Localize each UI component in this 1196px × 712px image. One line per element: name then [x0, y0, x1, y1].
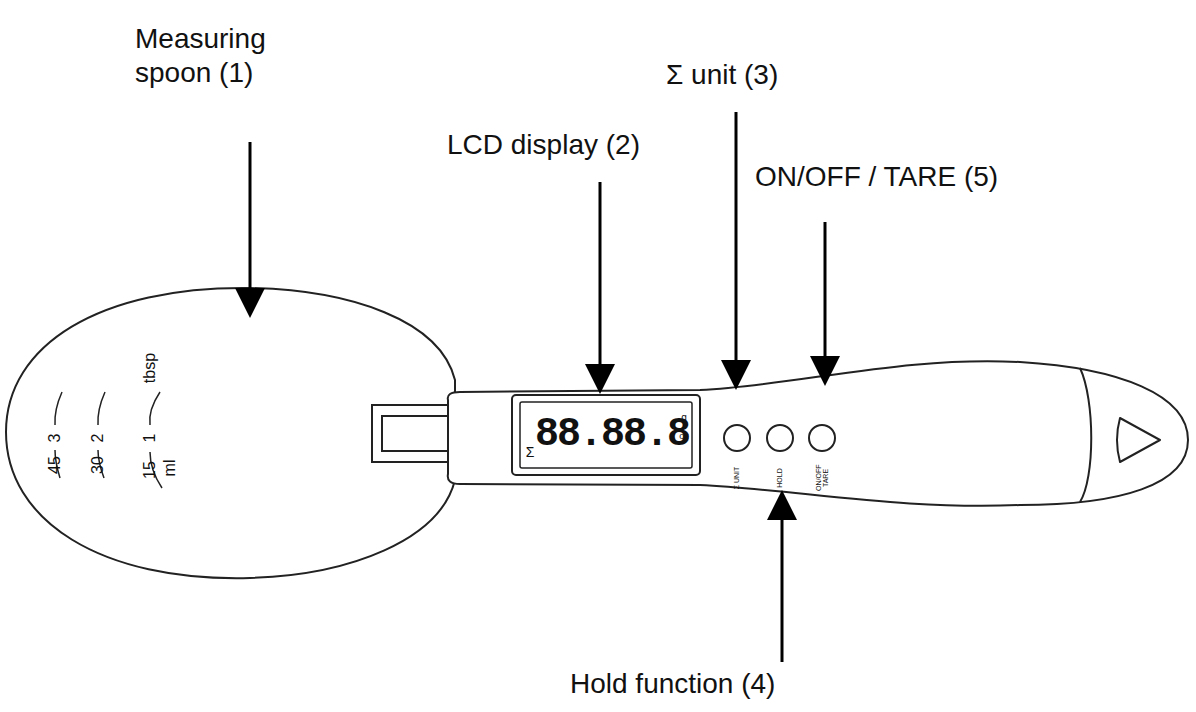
leader-arrow: [781, 496, 784, 662]
lcd-symbol: Σ: [526, 444, 535, 461]
button-label: HOLD: [776, 468, 784, 487]
lcd-unit: g: [681, 412, 687, 424]
tare-button: [809, 425, 835, 451]
leader-arrow: [824, 222, 827, 380]
scale-mark: 45: [45, 456, 64, 474]
spoon-bracket: [372, 405, 452, 462]
spoon-bowl: [6, 288, 455, 578]
scale-mark: 2: [88, 434, 107, 443]
unit-button: [724, 425, 750, 451]
part-label: ON/OFF / TARE (5): [755, 160, 998, 194]
scale-mark: 1: [140, 434, 159, 443]
scale-mark: 3: [45, 434, 64, 443]
part-label: Measuring spoon (1): [135, 22, 300, 89]
button-label: ON/OFF TARE: [815, 465, 829, 491]
scale-unit: tbsp: [140, 353, 159, 383]
leader-arrow: [249, 142, 252, 312]
button-label: Σ UNIT: [733, 467, 741, 490]
lcd-screen: [520, 402, 692, 468]
scale-unit: ml: [160, 460, 179, 477]
part-label: Hold function (4): [570, 667, 775, 701]
leader-arrow: [735, 112, 738, 384]
part-label: LCD display (2): [447, 128, 640, 162]
lcd-frame: [512, 395, 700, 475]
scale-mark: 30: [88, 456, 107, 474]
lcd-unit: oz: [679, 431, 689, 442]
hang-hole: [1117, 418, 1160, 462]
handle-seam: [1080, 368, 1091, 502]
spoon-handle: [448, 361, 1188, 506]
hold-button: [767, 425, 793, 451]
scale-mark: 15: [140, 461, 159, 479]
part-label: Σ unit (3): [666, 58, 778, 92]
leader-arrow: [599, 182, 602, 388]
lcd-digits: 88.88.8: [535, 411, 689, 459]
